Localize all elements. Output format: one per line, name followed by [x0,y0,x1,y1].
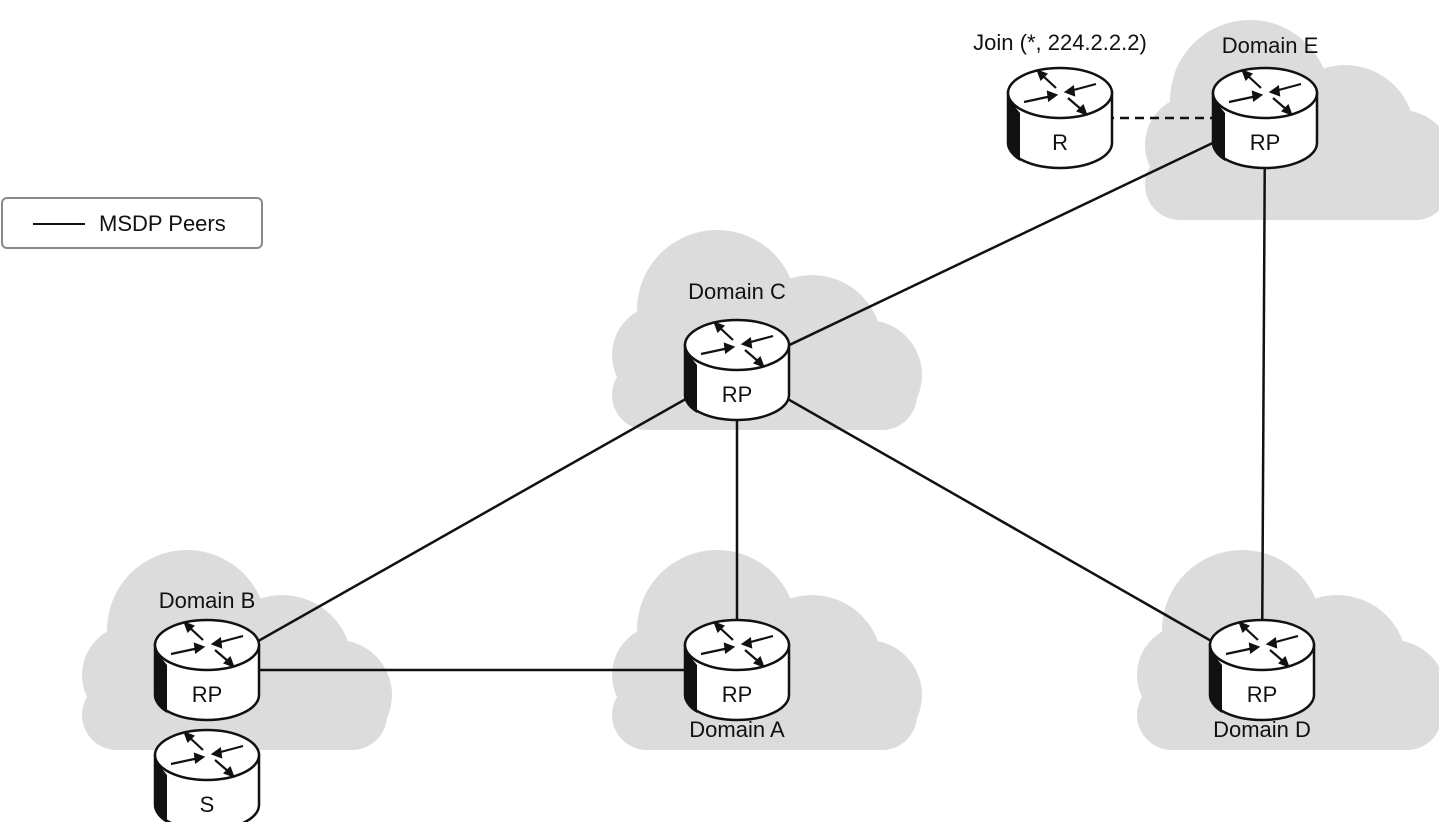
link-c-d [736,368,1263,672]
router-a: RP [683,618,791,722]
link-b-c [206,368,738,672]
domain-labels: Domain A Domain B Domain C Domain D Doma… [159,30,1319,742]
link-e-d [1260,117,1267,671]
domain-label-c: Domain C [688,279,786,304]
domain-label-b: Domain B [159,588,256,613]
router-r: R [1006,66,1114,170]
routers: RP RP RP RP RP R S [153,66,1319,827]
router-label-b: RP [192,682,223,707]
router-c: RP [683,318,791,422]
router-label-s: S [200,792,215,817]
link-c-e [736,116,1266,372]
router-label-c: RP [722,382,753,407]
router-label-e: RP [1250,130,1281,155]
router-e: RP [1211,66,1319,170]
legend-line-swatch [33,223,85,225]
router-label-d: RP [1247,682,1278,707]
router-label-a: RP [722,682,753,707]
join-annotation: Join (*, 224.2.2.2) [973,30,1147,55]
domain-label-d: Domain D [1213,717,1311,742]
legend: MSDP Peers [1,197,263,249]
router-label-r: R [1052,130,1068,155]
domain-label-e: Domain E [1222,33,1319,58]
domain-label-a: Domain A [689,717,785,742]
router-d: RP [1208,618,1316,722]
router-b: RP [153,618,261,722]
router-s: S [153,728,261,827]
legend-label: MSDP Peers [99,211,226,236]
